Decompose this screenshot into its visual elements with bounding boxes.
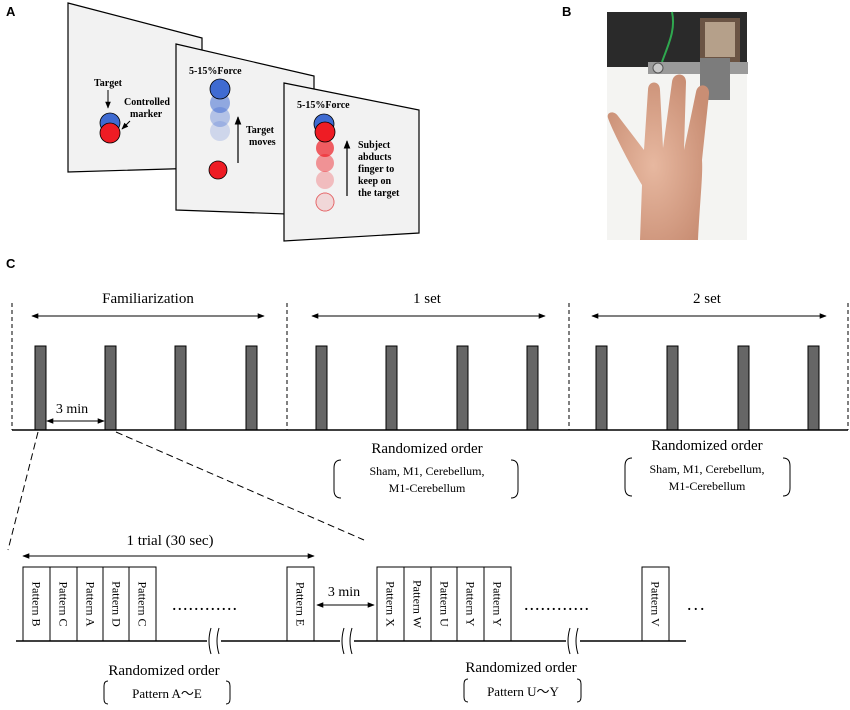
desc-line-2: abducts [358, 152, 391, 163]
phase-set-1: 1 set [413, 291, 442, 307]
target-moves-label-1: Target [246, 125, 275, 136]
panel-b-label: B [562, 4, 571, 19]
bottom-right-range: Pattern U〜Y [487, 684, 559, 699]
desc-line-5: the target [358, 188, 400, 199]
target-label: Target [94, 78, 123, 89]
set2-conditions-2: M1-Cerebellum [669, 479, 746, 493]
set1-randomized-label: Randomized order [371, 441, 482, 457]
pattern-label: Pattern E [294, 582, 308, 626]
pattern-box: Pattern V [641, 566, 670, 642]
pattern-label: Pattern C [136, 582, 150, 627]
force-label-2: 5-15%Force [189, 66, 242, 77]
pattern-box: Pattern U [430, 566, 459, 642]
pattern-label: Pattern B [30, 582, 44, 627]
panel-c-label: C [6, 256, 16, 271]
pattern-box: Pattern C [128, 566, 157, 642]
force-label-3: 5-15%Force [297, 100, 350, 111]
dots-end: ... [687, 594, 707, 614]
pattern-box: Pattern C [49, 566, 78, 642]
screen-1: Target Controlled marker [67, 2, 203, 173]
pattern-label: Pattern D [110, 581, 124, 627]
bottom-left-range: Pattern A〜E [132, 686, 202, 701]
phase-separators [11, 303, 849, 430]
screen-3: 5-15%Force Subject abducts finger to kee… [283, 82, 420, 242]
pattern-label: Pattern V [649, 581, 663, 627]
interval-label: 3 min [56, 402, 88, 417]
pattern-label: Pattern W [411, 580, 425, 629]
pattern-label: Pattern Y [491, 581, 505, 627]
zoom-line-right [115, 431, 365, 541]
moving-target-circle [209, 78, 231, 100]
pattern-box: Pattern Y [456, 566, 485, 642]
marker-label: marker [130, 109, 163, 120]
zoom-line-left [7, 431, 39, 551]
target-moves-label-2: moves [249, 137, 276, 148]
desc-line-3: finger to [358, 164, 394, 175]
pattern-label: Pattern X [384, 581, 398, 627]
break-marks [207, 627, 580, 655]
pattern-box: Pattern E [286, 566, 315, 642]
pattern-box: Pattern D [102, 566, 131, 642]
dots-right: ............ [524, 594, 590, 614]
pattern-box: Pattern W [403, 566, 432, 642]
bottom-right-randomized: Randomized order [465, 660, 576, 676]
trial-bars [34, 345, 820, 431]
bottom-left-randomized: Randomized order [108, 663, 219, 679]
pattern-box: Pattern X [376, 566, 405, 642]
trial-label: 1 trial (30 sec) [126, 533, 213, 549]
pattern-box: Pattern A [76, 566, 105, 642]
desc-line-4: keep on [358, 176, 392, 187]
set2-conditions-1: Sham, M1, Cerebellum, [650, 462, 765, 476]
pattern-boxes: Pattern B Pattern C Pattern A Pattern D Patt… [22, 566, 670, 642]
pattern-label: Pattern Y [464, 581, 478, 627]
marker-circle-2 [208, 160, 228, 180]
pattern-label: Pattern C [57, 582, 71, 627]
set1-conditions-1: Sham, M1, Cerebellum, [370, 464, 485, 478]
set2-randomized-label: Randomized order [651, 438, 762, 454]
pattern-box: Pattern B [22, 566, 51, 642]
subject-desc: Subject abducts finger to keep on the ta… [358, 140, 400, 199]
dots-left: ............ [172, 594, 238, 614]
desc-line-1: Subject [358, 140, 391, 151]
pattern-label: Pattern U [438, 581, 452, 627]
controlled-label: Controlled [124, 97, 170, 108]
hand-photo [607, 11, 748, 240]
marker-circle-3 [314, 121, 336, 143]
bottom-interval-label: 3 min [328, 585, 360, 600]
phase-set-2: 2 set [693, 291, 722, 307]
pattern-box: Pattern Y [483, 566, 512, 642]
phase-familiarization: Familiarization [102, 291, 194, 307]
set1-conditions-2: M1-Cerebellum [389, 481, 466, 495]
pattern-label: Pattern A [84, 582, 98, 627]
panel-a-label: A [6, 4, 16, 19]
marker-circle [99, 122, 121, 144]
